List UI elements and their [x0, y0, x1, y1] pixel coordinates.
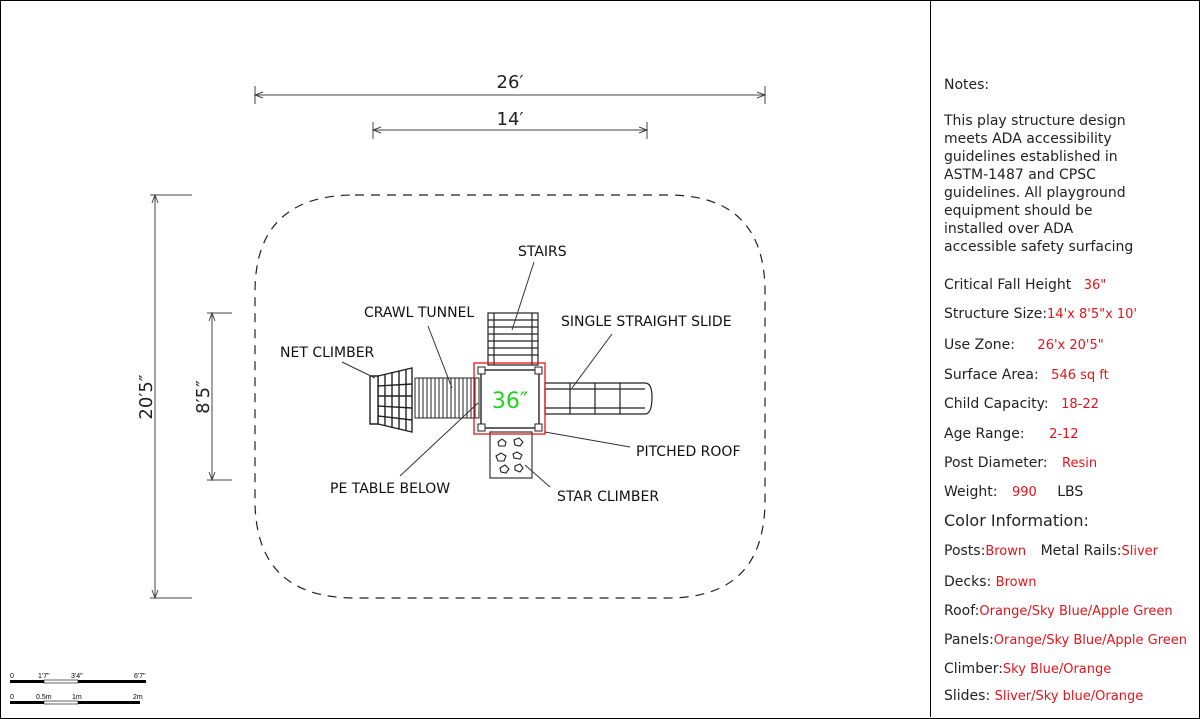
spec-value: Brown: [985, 544, 1027, 559]
posts-color-row: Posts:Brown Metal Rails:Sliver: [944, 543, 1158, 559]
age-range-row: Age Range: 2-12: [944, 426, 1079, 442]
spec-label: Metal Rails:: [1040, 543, 1122, 559]
spec-value: 18-22: [1061, 397, 1099, 412]
pe-table-below-label: PE TABLE BELOW: [330, 481, 450, 497]
child-capacity-row: Child Capacity: 18-22: [944, 396, 1099, 412]
scale-imperial-tick: 6'7": [134, 673, 146, 680]
stairs-label: STAIRS: [518, 244, 567, 260]
spec-value: Orange/Sky Blue/Apple Green: [993, 633, 1187, 648]
climber-color-row: Climber:Sky Blue/Orange: [944, 661, 1111, 677]
spec-value: Brown: [995, 575, 1037, 590]
notes-body-line: guidelines established in: [944, 149, 1118, 165]
use-zone-outline: [254, 194, 766, 599]
spec-label: Structure Size:: [944, 306, 1048, 322]
spec-label: Child Capacity:: [944, 396, 1049, 412]
straight-slide-component: [544, 382, 653, 415]
panels-color-row: Panels:Orange/Sky Blue/Apple Green: [944, 632, 1199, 648]
critical-fall-height-row: Critical Fall Height 36": [944, 277, 1106, 293]
surface-area-row: Surface Area: 546 sq ft: [944, 367, 1109, 383]
spec-value: Sliver/Sky blue/Orange: [994, 689, 1144, 704]
spec-label: Weight:: [944, 484, 998, 500]
structure-depth-dimension: [207, 311, 232, 482]
spec-label: Post Diameter:: [944, 455, 1048, 471]
overall-depth-label: 20′5″: [136, 374, 157, 419]
structure-depth-label: 8′5″: [193, 380, 214, 414]
scale-imperial-tick: 3'4": [71, 673, 83, 680]
spec-value: 36": [1083, 278, 1107, 293]
scale-imperial-tick: 1'7": [38, 673, 50, 680]
notes-body-line: equipment should be: [944, 203, 1093, 219]
overall-width-label: 26′: [497, 72, 524, 93]
scale-metric-tick: 0.5m: [36, 694, 52, 701]
spec-value: 2-12: [1049, 427, 1079, 442]
star-climber-label: STAR CLIMBER: [557, 489, 659, 505]
spec-label: Surface Area:: [944, 367, 1039, 383]
deck-height-label: 36″: [492, 389, 528, 414]
notes-body-line: meets ADA accessibility: [944, 131, 1112, 147]
decks-color-row: Decks: Brown: [944, 574, 1036, 590]
spec-value: Sliver: [1121, 544, 1158, 559]
scale-imperial-tick: 0: [10, 673, 14, 680]
scale-metric-tick: 1m: [72, 694, 82, 701]
structure-width-dimension: [371, 122, 649, 139]
use-zone-row: Use Zone: 26'x 20'5": [944, 337, 1104, 353]
spec-value: Sky Blue/Orange: [1002, 662, 1112, 677]
deck-platform: [473, 362, 546, 435]
spec-label: Climber:: [944, 661, 1003, 677]
spec-label: Slides:: [944, 688, 991, 704]
stairs-component: [487, 312, 539, 366]
pitched-roof-label: PITCHED ROOF: [636, 444, 741, 460]
notes-heading: Notes:: [944, 77, 990, 93]
spec-label: Use Zone:: [944, 337, 1015, 353]
roof-color-row: Roof:Orange/Sky Blue/Apple Green: [944, 603, 1173, 619]
post-diameter-row: Post Diameter: Resin: [944, 455, 1097, 471]
spec-value: 990: [1011, 485, 1037, 500]
scale-metric-tick: 2m: [133, 694, 143, 701]
notes-body-line: guidelines. All playground: [944, 185, 1126, 201]
overall-width-dimension: [253, 86, 767, 104]
notes-body-line: This play structure design: [944, 113, 1126, 129]
notes-body-line: accessible safety surfacing: [944, 239, 1134, 255]
net-climber-component: [369, 367, 413, 433]
spec-value: 26'x 20'5": [1037, 338, 1104, 353]
callout-leaders: [341, 261, 631, 488]
structure-width-label: 14′: [497, 109, 524, 130]
crawl-tunnel-component: [414, 377, 480, 419]
plan-view-drawing: 26′ 14′ 20′5″ 8′5″: [10, 72, 767, 705]
spec-value: Orange/Sky Blue/Apple Green: [979, 604, 1173, 619]
spec-label: Panels:: [944, 632, 994, 648]
spec-label: Roof:: [944, 603, 980, 619]
scale-bar: [10, 679, 146, 705]
spec-label: Critical Fall Height: [944, 277, 1072, 293]
star-climber-component: [489, 431, 533, 479]
spec-label: Age Range:: [944, 426, 1025, 442]
net-climber-label: NET CLIMBER: [280, 345, 375, 361]
notes-body-line: ASTM-1487 and CPSC: [944, 167, 1096, 183]
overall-depth-dimension: [150, 193, 192, 600]
spec-value: 14'x 8'5"x 10': [1047, 307, 1138, 322]
notes-panel: Notes: This play structure design meets …: [930, 0, 1199, 717]
spec-value: 546 sq ft: [1051, 368, 1109, 383]
scale-metric-tick: 0: [10, 694, 14, 701]
weight-row: Weight: 990 LBS: [944, 484, 1083, 500]
color-information-heading: Color Information:: [944, 511, 1089, 530]
slides-color-row: Slides: Sliver/Sky blue/Orange: [944, 688, 1143, 704]
crawl-tunnel-label: CRAWL TUNNEL: [364, 305, 474, 321]
notes-body-line: installed over ADA: [944, 221, 1074, 237]
structure-size-row: Structure Size:14'x 8'5"x 10': [944, 306, 1137, 322]
weight-unit: LBS: [1057, 484, 1084, 500]
spec-label: Decks:: [944, 574, 992, 590]
spec-label: Posts:: [944, 543, 986, 559]
spec-value: Resin: [1062, 456, 1098, 471]
single-straight-slide-label: SINGLE STRAIGHT SLIDE: [561, 314, 732, 330]
